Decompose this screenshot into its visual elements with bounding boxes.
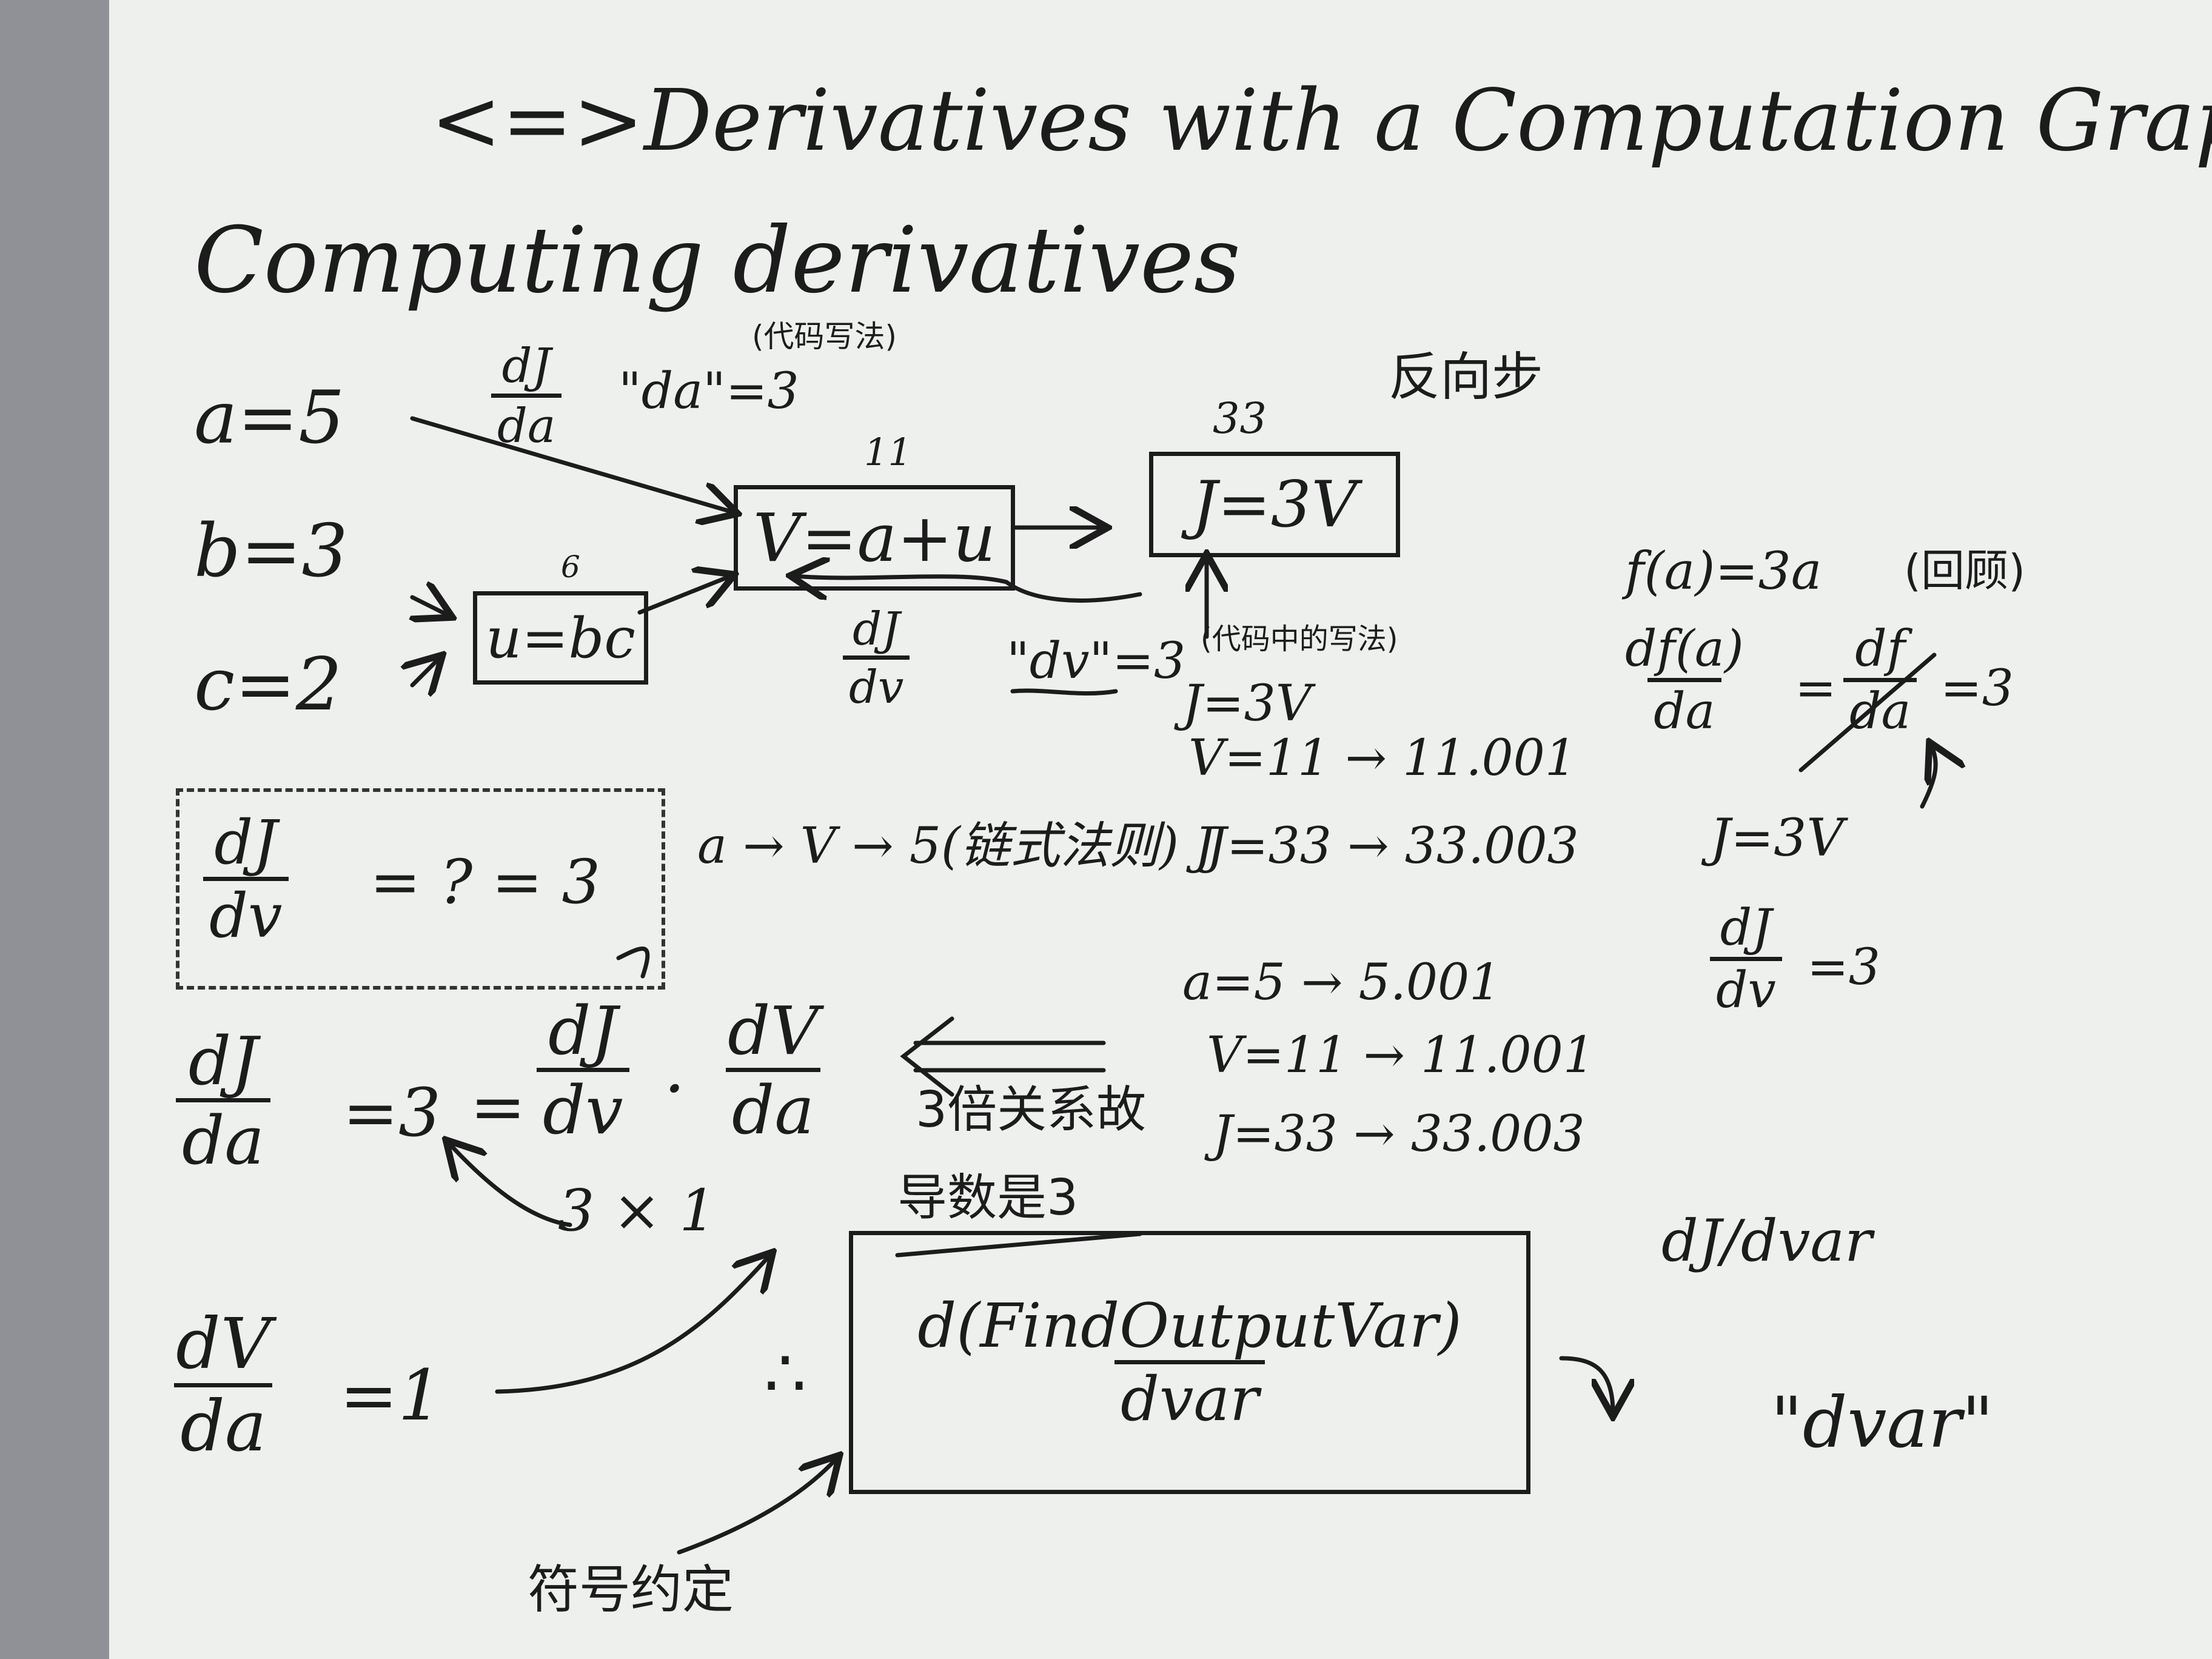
node-j: J=3V [1149, 452, 1400, 557]
section-heading: Computing derivatives [194, 208, 1241, 313]
v-value: 11 [864, 430, 912, 474]
review-f-def: f(a)=3a [1625, 541, 1822, 602]
dj-da-code-note: (代码写法) [752, 319, 897, 354]
input-a: a=5 [194, 376, 345, 460]
arrow-c-to-u [412, 658, 440, 685]
review-equals: = [1795, 660, 1837, 717]
boxed-rhs: = ? = 3 [370, 846, 601, 917]
dv-underline [1010, 688, 1118, 695]
nudge-v-line-2: V=11 → 11.001 [1188, 729, 1577, 787]
dvar-code: "dvar" [1771, 1382, 1994, 1464]
review-dj-dv-value: =3 [1807, 939, 1880, 996]
arrow-dvda-to-product [495, 1255, 770, 1394]
u-value: 6 [561, 549, 580, 585]
arrow-to-chain-lhs [449, 1143, 572, 1227]
input-c: c=2 [194, 643, 343, 727]
node-u-label: u=bc [486, 605, 635, 671]
chain-factor-2: dV da [722, 997, 825, 1144]
nudge-a-line-3: J=33 → 33.003 [1213, 1105, 1585, 1163]
nudge-v-line-1: J=3V [1182, 675, 1312, 732]
arrow-u-to-v [637, 576, 731, 615]
arrow-b-to-u [412, 597, 449, 615]
arrow-box-to-dvar [1559, 1356, 1613, 1413]
nudge-a-line-1: a=5 → 5.001 [1182, 954, 1501, 1011]
node-v: V=a+u [734, 485, 1015, 591]
dashed-box [176, 788, 665, 990]
notebook-paper: <=>Derivatives with a Computation Graph … [109, 0, 2212, 1659]
arrow-a-to-v [410, 416, 734, 512]
chain-dot: · [664, 1050, 685, 1127]
j-value: 33 [1213, 394, 1267, 443]
node-j-label: J=3V [1191, 468, 1358, 541]
dv-da-value: =1 [340, 1355, 443, 1436]
chain-lhs: dJ da [176, 1028, 270, 1174]
review-label: (回顾) [1904, 545, 2026, 596]
node-v-label: V=a+u [752, 499, 996, 577]
input-b: b=3 [194, 509, 348, 594]
review-j-def: J=3V [1710, 808, 1844, 868]
chain-note: a → V → 5(链式法则) J [697, 817, 1215, 875]
notation-frac: d(FindOutputVar) dvar [917, 1290, 1462, 1435]
review-df-value: =3 [1940, 660, 2014, 717]
relation-note-1: 3倍关系故 [916, 1081, 1147, 1139]
relation-note-2: 导数是3 [897, 1169, 1079, 1227]
nudge-v-line-3: J=33 → 33.003 [1207, 817, 1579, 875]
notation-label: 符号约定 [528, 1560, 734, 1620]
dj-da-code: "da"=3 [618, 363, 799, 420]
chain-equals: = [470, 1068, 526, 1145]
review-small-arrow [1920, 746, 1936, 809]
page-title: <=>Derivatives with a Computation Graph [431, 72, 2212, 170]
therefore-symbol: ∴ [764, 1335, 806, 1412]
dj-dv-code-note: (代码中的写法) [1201, 622, 1398, 656]
review-dj-dv: dJ dv [1710, 903, 1782, 1016]
dj-dv-annotation: dJ dv [843, 606, 910, 710]
boxed-dj-dv: dJ dv [203, 813, 289, 947]
dvar-title: dJ/dvar [1661, 1208, 1872, 1275]
chain-factor-1: dJ dv [537, 997, 629, 1144]
notation-box: d(FindOutputVar) dvar [849, 1231, 1530, 1494]
dj-dv-code: "dv"=3 [1007, 632, 1186, 690]
chain-lhs-value: =3 [343, 1074, 441, 1151]
backward-step-label: 反向步 [1389, 347, 1544, 407]
chain-product: 3 × 1 [558, 1178, 716, 1244]
nudge-a-line-2: V=11 → 11.001 [1207, 1027, 1595, 1084]
node-u: u=bc [473, 591, 648, 685]
review-df-da-2: df da [1843, 625, 1917, 737]
dj-da-annotation: dJ da [491, 343, 562, 450]
arrow-label-to-box [677, 1458, 837, 1555]
dv-da: dV da [170, 1310, 277, 1462]
review-df-da: df(a) da [1625, 620, 1744, 740]
